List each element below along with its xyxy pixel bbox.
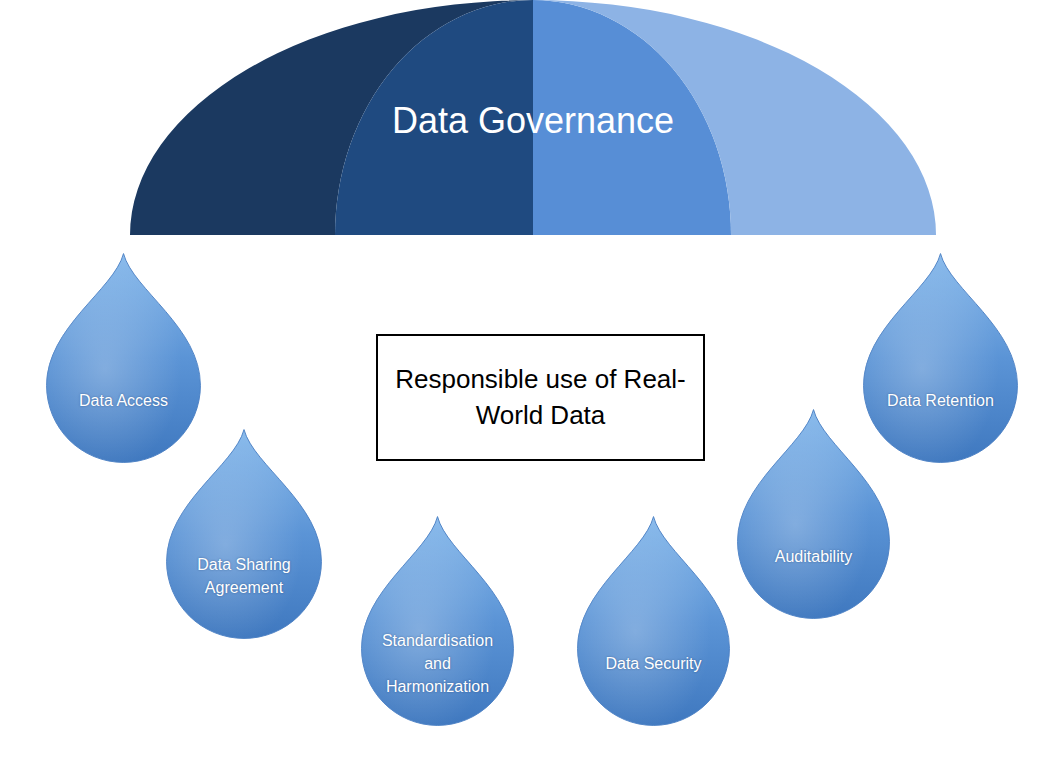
drop-text-area: Data Access	[58, 354, 190, 447]
drop-shine	[864, 254, 1018, 463]
water-drop	[736, 408, 891, 620]
drop-text-area: Standardisation and Harmonization	[372, 617, 502, 710]
drop-shine	[738, 410, 890, 619]
drop-shine	[578, 517, 730, 726]
drop-label: Data Sharing Agreement	[178, 553, 311, 599]
water-drop	[165, 428, 323, 640]
drop-shine	[167, 430, 322, 639]
drop-body	[864, 254, 1018, 463]
drop-node: Standardisation and Harmonization	[360, 515, 515, 727]
water-drop	[360, 515, 515, 727]
process-box: Responsible use of Real-World Data	[376, 334, 705, 461]
water-drop	[862, 252, 1019, 464]
drop-node: Data Access	[45, 252, 202, 464]
drop-label: Auditability	[775, 545, 852, 568]
drop-body	[167, 430, 322, 639]
drop-shine	[47, 254, 201, 463]
drop-shine	[362, 517, 514, 726]
drop-node: Data Retention	[862, 252, 1019, 464]
umbrella-title: Data Governance	[130, 100, 936, 142]
drop-body	[578, 517, 730, 726]
drop-node: Auditability	[736, 408, 891, 620]
water-drop	[45, 252, 202, 464]
umbrella-node: Data Governance	[130, 0, 936, 235]
drop-text-area: Data Security	[588, 617, 718, 710]
drop-body	[738, 410, 890, 619]
drop-body	[362, 517, 514, 726]
box-label: Responsible use of Real-World Data	[378, 358, 703, 436]
drop-label: Standardisation and Harmonization	[372, 629, 502, 699]
drop-node: Data Sharing Agreement	[165, 428, 323, 640]
drop-text-area: Data Sharing Agreement	[178, 530, 311, 623]
drop-text-area: Data Retention	[875, 354, 1007, 447]
drop-text-area: Auditability	[748, 510, 878, 603]
drop-label: Data Retention	[887, 389, 994, 412]
water-drop	[576, 515, 731, 727]
drop-label: Data Access	[79, 389, 168, 412]
drop-label: Data Security	[605, 652, 701, 675]
drop-node: Data Security	[576, 515, 731, 727]
drop-body	[47, 254, 201, 463]
